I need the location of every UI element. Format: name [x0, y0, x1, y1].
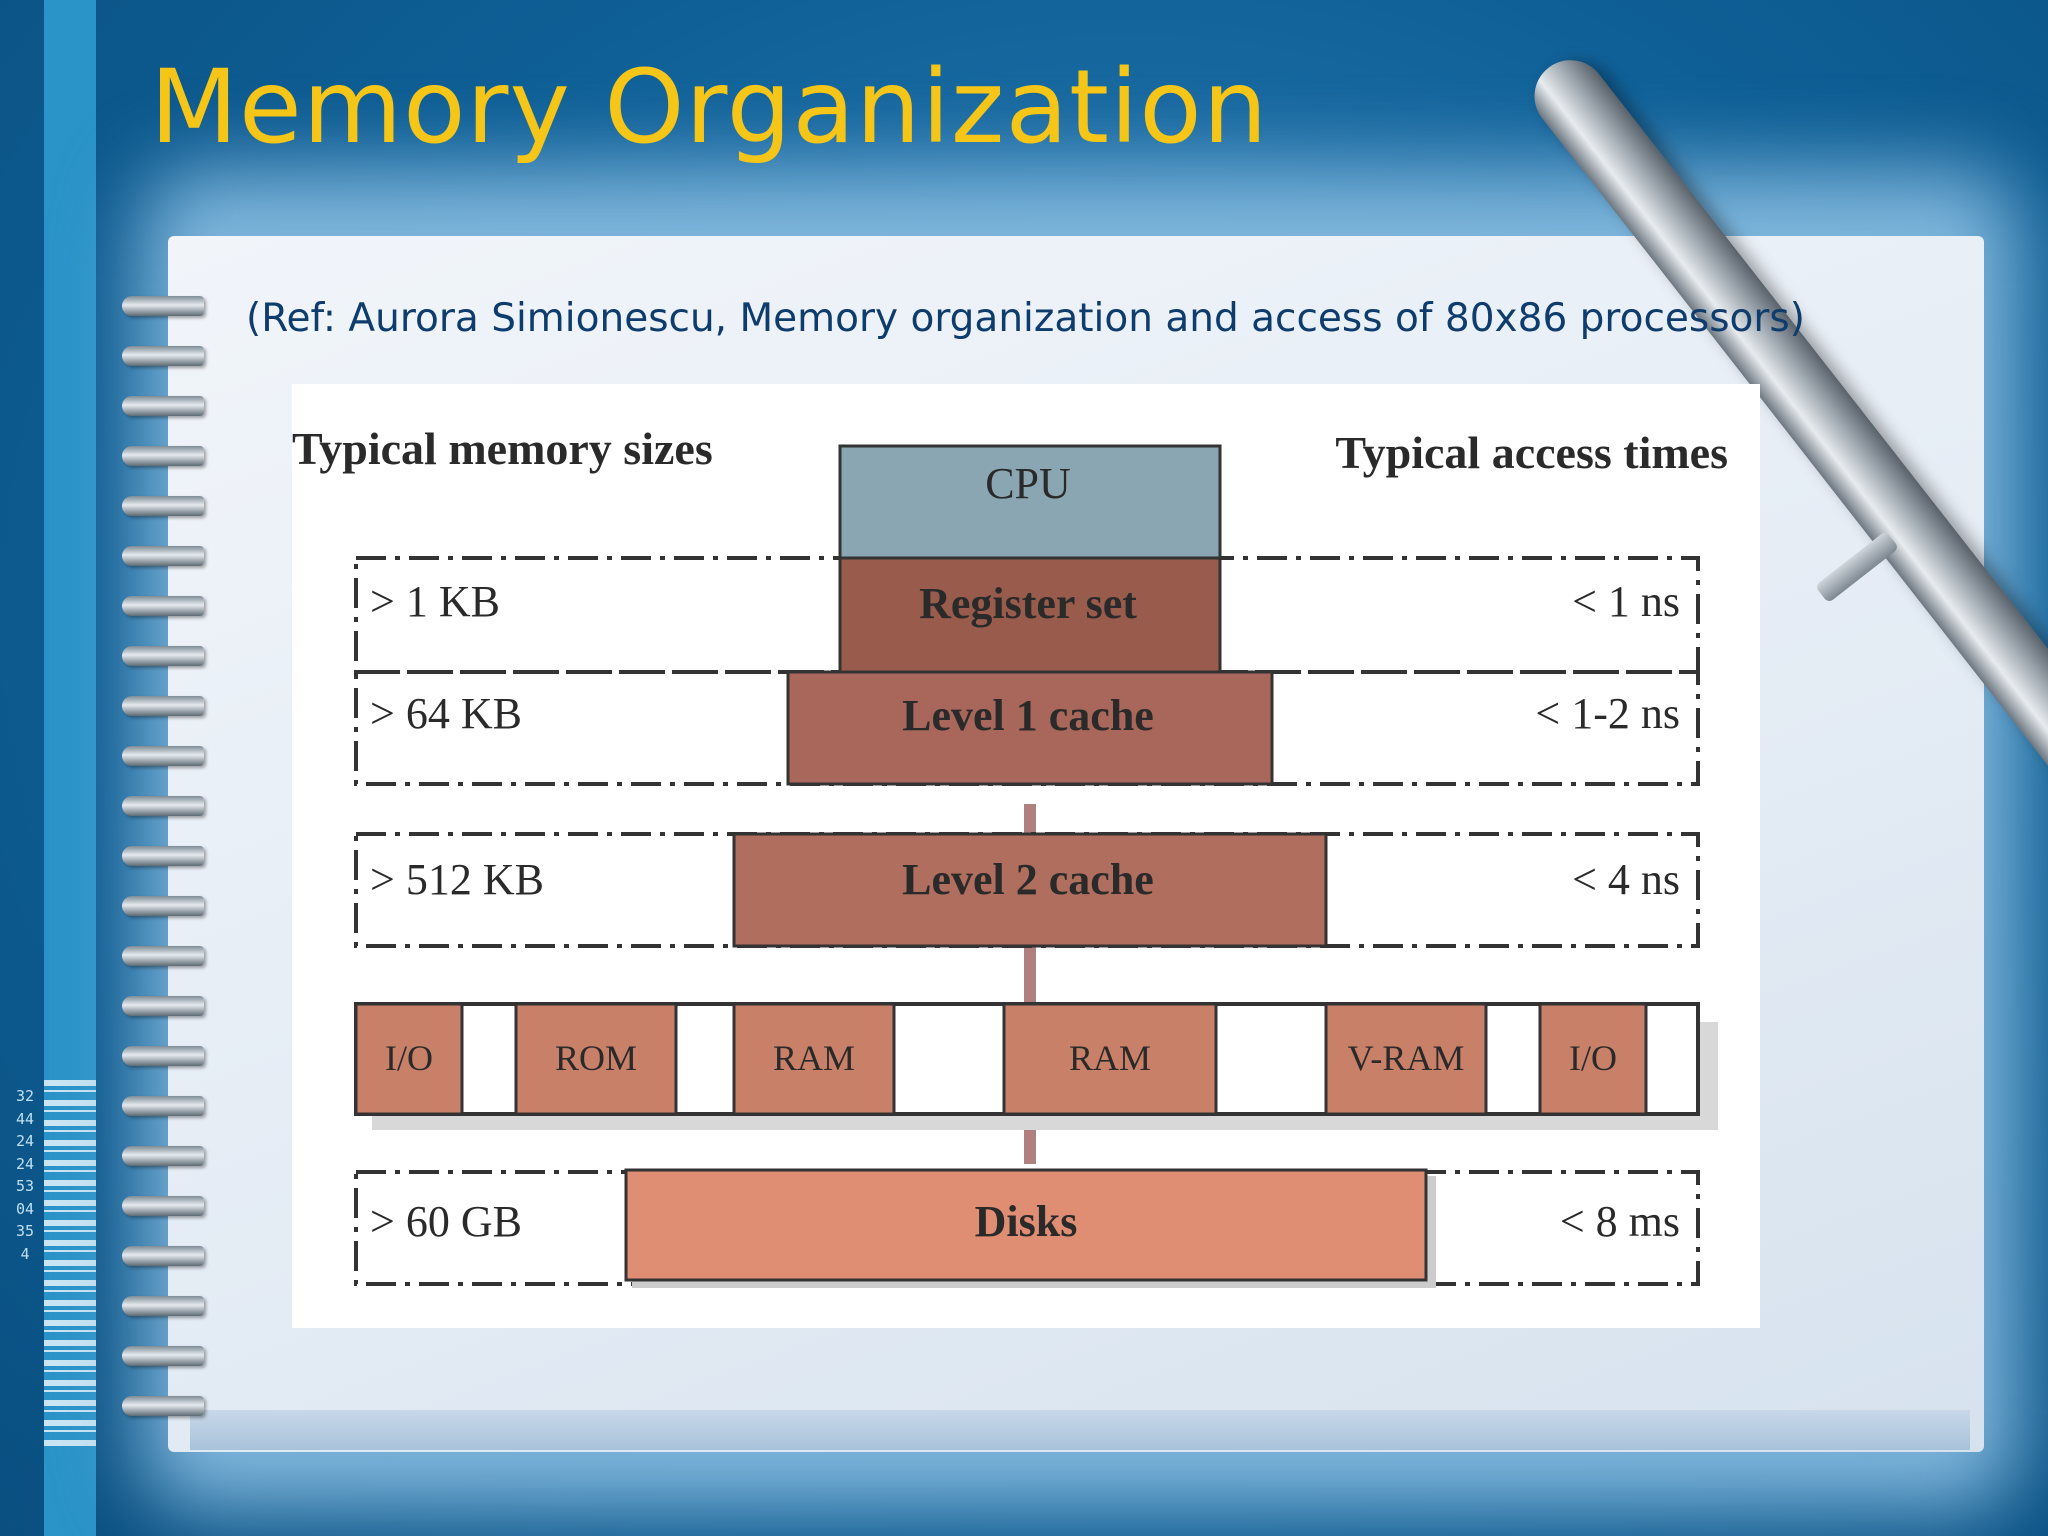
binding-ring	[122, 1246, 204, 1266]
register-set-label: Register set	[919, 579, 1137, 628]
binding-ring	[122, 1046, 204, 1066]
memory-block-ram-2	[1002, 1002, 1218, 1116]
left-header: Typical memory sizes	[292, 423, 713, 474]
notepad-edge	[190, 1410, 1970, 1450]
memory-block-ram-2-label: RAM	[1069, 1038, 1151, 1078]
level2-cache-label: Level 2 cache	[902, 855, 1154, 904]
time-register: < 1 ns	[1572, 577, 1680, 626]
memory-block-io-2	[1538, 1002, 1648, 1116]
binding-ring	[122, 1196, 204, 1216]
memory-block-io-2-label: I/O	[1569, 1038, 1617, 1078]
level2-cache-block	[732, 832, 1328, 948]
level1-cache-label: Level 1 cache	[902, 691, 1154, 740]
memory-block-rom-label: ROM	[555, 1038, 637, 1078]
disks-block	[624, 1168, 1428, 1282]
binding-ring	[122, 796, 204, 816]
binding-ring	[122, 946, 204, 966]
binding-ring	[122, 596, 204, 616]
binding-ring	[122, 896, 204, 916]
binding-ring	[122, 746, 204, 766]
time-level1: < 1-2 ns	[1535, 689, 1680, 738]
memory-block-io	[354, 1002, 464, 1116]
memory-block-io-label: I/O	[385, 1038, 433, 1078]
size-level1: > 64 KB	[370, 689, 522, 738]
time-disks: < 8 ms	[1560, 1197, 1680, 1246]
reference-text: (Ref: Aurora Simionescu, Memory organiza…	[246, 296, 1805, 341]
binding-ring	[122, 346, 204, 366]
right-header: Typical access times	[1335, 427, 1728, 478]
binding-ring	[122, 696, 204, 716]
memory-block-rom	[514, 1002, 678, 1116]
barcode-digits: 324424245304354	[15, 1087, 35, 1263]
memory-block-vram-label: V-RAM	[1348, 1038, 1465, 1078]
level1-cache-block	[786, 670, 1274, 786]
time-level2: < 4 ns	[1572, 855, 1680, 904]
barcode-graphic	[44, 1080, 96, 1450]
slide-title: Memory Organization	[150, 48, 1269, 167]
binding-ring	[122, 1396, 204, 1416]
memory-block-ram-label: RAM	[773, 1038, 855, 1078]
spiral-binding	[122, 296, 212, 1416]
binding-ring	[122, 1296, 204, 1316]
binding-ring	[122, 296, 204, 316]
size-level2: > 512 KB	[370, 855, 544, 904]
cpu-label: CPU	[985, 459, 1071, 508]
binding-ring	[122, 446, 204, 466]
size-disks: > 60 GB	[370, 1197, 522, 1246]
binding-ring	[122, 996, 204, 1016]
binding-ring	[122, 496, 204, 516]
memory-block-vram	[1324, 1002, 1488, 1116]
memory-hierarchy-diagram: Typical memory sizes Typical access time…	[292, 384, 1760, 1328]
binding-ring	[122, 546, 204, 566]
memory-block-ram	[732, 1002, 896, 1116]
size-register: > 1 KB	[370, 577, 500, 626]
binding-ring	[122, 1146, 204, 1166]
binding-ring	[122, 646, 204, 666]
diagram-canvas: Typical memory sizes Typical access time…	[292, 423, 1728, 1288]
binding-ring	[122, 846, 204, 866]
binding-ring	[122, 396, 204, 416]
register-set-block	[838, 556, 1222, 674]
binding-ring	[122, 1346, 204, 1366]
binding-ring	[122, 1096, 204, 1116]
disks-label: Disks	[975, 1197, 1078, 1246]
